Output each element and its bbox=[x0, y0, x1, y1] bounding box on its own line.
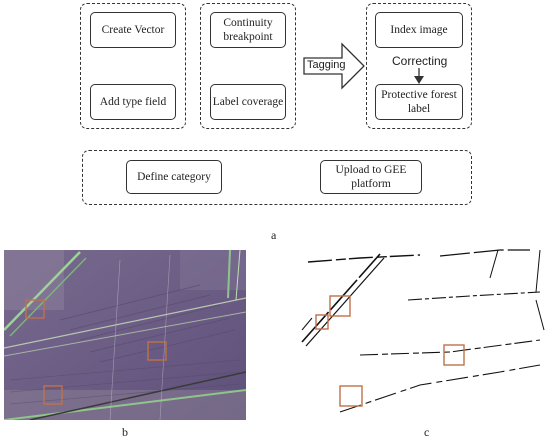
continuity-breakpoint-label: Continuity breakpoint bbox=[223, 17, 273, 43]
index-image-box: Index image bbox=[375, 12, 463, 48]
correcting-arrow-head bbox=[414, 76, 424, 84]
group-vector bbox=[80, 3, 186, 129]
upload-gee-box: Upload to GEE platform bbox=[320, 160, 422, 194]
label-coverage-label: Label coverage bbox=[212, 96, 284, 108]
highlight-box-c4 bbox=[339, 385, 363, 407]
upload-gee-label: Upload to GEE platform bbox=[335, 164, 407, 190]
add-type-field-label: Add type field bbox=[99, 96, 167, 108]
highlight-box-c2 bbox=[329, 295, 351, 317]
continuity-breakpoint-box: Continuity breakpoint bbox=[210, 12, 286, 48]
index-image-label: Index image bbox=[390, 24, 448, 36]
highlight-box-c3 bbox=[443, 344, 465, 366]
highlight-box-b2 bbox=[147, 341, 167, 361]
highlight-box-b3 bbox=[43, 385, 63, 405]
define-category-label: Define category bbox=[137, 171, 211, 183]
group-index bbox=[366, 3, 472, 129]
vector-map bbox=[301, 249, 545, 420]
caption-a: a bbox=[271, 228, 277, 242]
satellite-image bbox=[4, 250, 246, 420]
create-vector-label: Create Vector bbox=[101, 24, 165, 36]
group-define bbox=[82, 150, 472, 205]
tagging-label: Tagging bbox=[307, 59, 346, 71]
caption-c: c bbox=[424, 425, 430, 439]
group-continuity bbox=[200, 3, 296, 129]
define-category-box: Define category bbox=[126, 160, 222, 194]
caption-b: b bbox=[122, 425, 128, 439]
correcting-label: Correcting bbox=[390, 54, 450, 68]
tagging-arrow bbox=[303, 42, 365, 90]
protective-forest-label-box: Protective forest label bbox=[375, 84, 463, 120]
label-coverage-box: Label coverage bbox=[210, 84, 286, 120]
protective-forest-label-text: Protective forest label bbox=[381, 89, 457, 115]
add-type-field-box: Add type field bbox=[90, 84, 176, 120]
create-vector-box: Create Vector bbox=[90, 12, 176, 48]
highlight-box-c1 bbox=[315, 314, 329, 330]
highlight-box-b1 bbox=[25, 299, 45, 319]
